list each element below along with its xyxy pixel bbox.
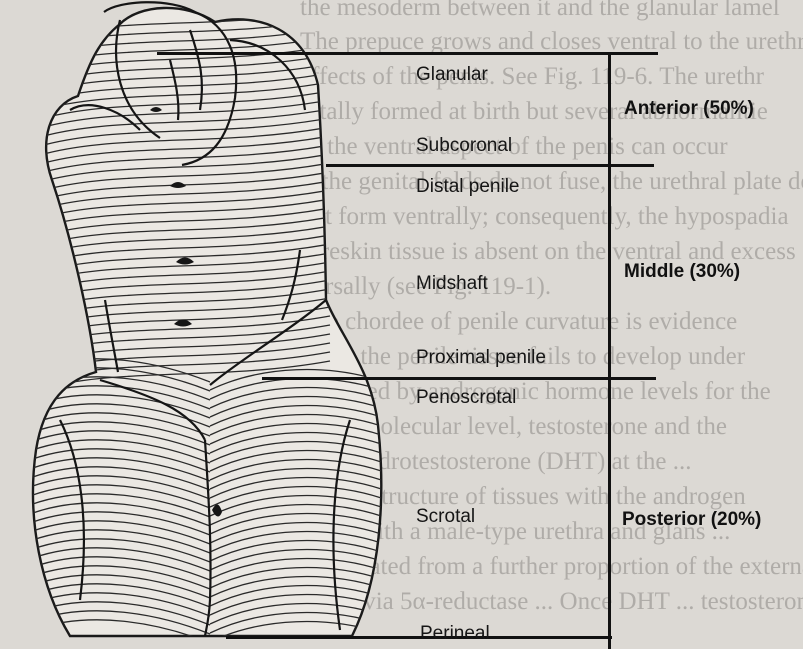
zone-label-middle: Middle (30%) — [624, 261, 740, 283]
region-label-midshaft: Midshaft — [416, 273, 488, 295]
region-label-subcoronal: Subcoronal — [416, 135, 512, 157]
zone-bracket-vertical — [608, 52, 611, 649]
region-label-scrotal: Scrotal — [416, 506, 475, 528]
region-label-perineal: Perineal — [420, 623, 490, 645]
zone-label-anterior: Anterior (50%) — [624, 98, 754, 120]
divider-posterior-bottom — [226, 636, 612, 639]
divider-anterior-middle — [326, 164, 654, 167]
divider-middle-posterior — [262, 377, 656, 380]
region-label-distal-penile: Distal penile — [416, 176, 520, 198]
region-label-proximal-penile: Proximal penile — [416, 347, 546, 369]
region-label-penoscrotal: Penoscrotal — [416, 387, 516, 409]
zone-label-posterior: Posterior (20%) — [622, 509, 761, 531]
divider-anterior-top — [157, 52, 658, 55]
region-label-glanular: Glanular — [416, 64, 488, 86]
